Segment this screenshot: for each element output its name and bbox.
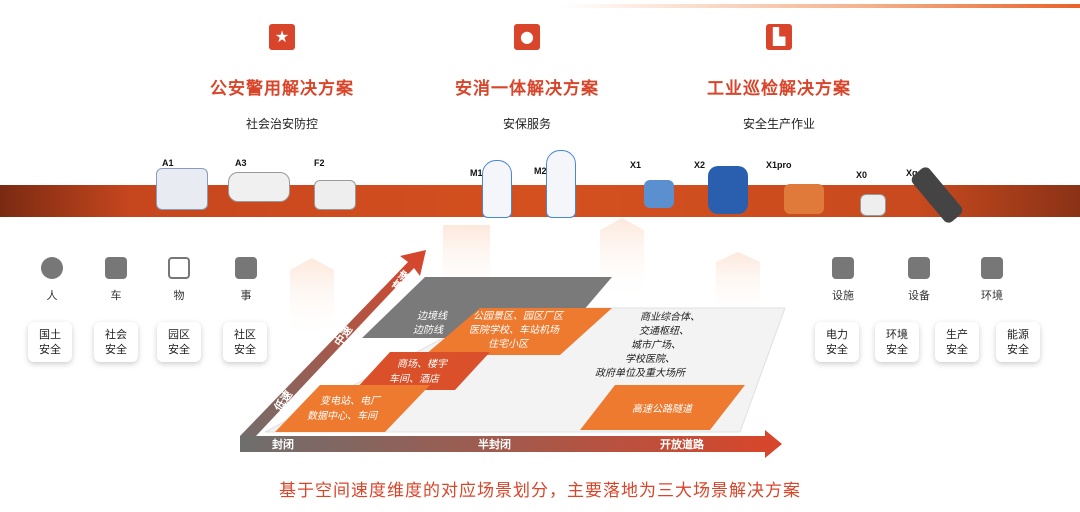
robot-label: M2: [534, 166, 547, 176]
zone-text: 城市广场、: [631, 339, 681, 351]
zone-text: 医院学校、车站机场: [469, 324, 560, 336]
domain-line: 能源: [1007, 328, 1029, 341]
domain-energy: 能源安全: [996, 322, 1040, 362]
domain-environment: 环境安全: [875, 322, 919, 362]
road-axis-arrow: [240, 430, 782, 458]
road-closed-label: 封闭: [272, 437, 294, 451]
solution-security-fire: ● 安消一体解决方案 安保服务: [417, 24, 637, 132]
category-vehicle: 车: [96, 257, 136, 303]
domain-community: 社区安全: [223, 322, 267, 362]
zone-text: 变电站、电厂: [320, 395, 382, 407]
domain-park: 园区安全: [157, 322, 201, 362]
solution-title: 工业巡检解决方案: [707, 79, 851, 99]
domain-line: 安全: [39, 343, 61, 356]
robot-label: X1pro: [766, 160, 792, 170]
team-icon: ●: [514, 24, 540, 50]
robot-label: X2: [694, 160, 706, 170]
domain-line: 安全: [105, 343, 127, 356]
domain-social: 社会安全: [94, 322, 138, 362]
cube-icon: [168, 257, 190, 279]
zone-text: 边境线: [417, 310, 448, 322]
factory-icon: [832, 257, 854, 279]
background-buildings: [290, 218, 760, 340]
router-icon: [908, 257, 930, 279]
person-icon: [41, 257, 63, 279]
category-environment: 环境: [972, 257, 1012, 303]
robot-label: A1: [162, 158, 174, 168]
domain-line: 社区: [234, 328, 256, 341]
category-label: 人: [46, 289, 58, 302]
grid-search-icon: [235, 257, 257, 279]
domain-national: 国土安全: [28, 322, 72, 362]
category-object: 物: [159, 257, 199, 303]
solution-industrial: ▙ 工业巡检解决方案 安全生产作业: [669, 24, 889, 132]
solution-police: ★ 公安警用解决方案 社会治安防控: [172, 24, 392, 132]
domain-line: 安全: [826, 343, 848, 356]
robot-label: Xg: [906, 168, 918, 178]
factory-icon: ▙: [766, 24, 792, 50]
domain-line: 安全: [946, 343, 968, 356]
zone-text: 商场、楼宇: [397, 358, 449, 370]
caption: 基于空间速度维度的对应场景划分，主要落地为三大场景解决方案: [279, 481, 801, 501]
car-icon: [105, 257, 127, 279]
solution-title: 安消一体解决方案: [455, 79, 599, 99]
domain-line: 安全: [1007, 343, 1029, 356]
road-open-label: 开放道路: [660, 437, 705, 451]
domain-line: 安全: [886, 343, 908, 356]
road-semi-label: 半封闭: [478, 437, 511, 451]
city-icon: [981, 257, 1003, 279]
speed-axis-arrow: [240, 250, 426, 452]
zone-text: 学校医院、: [625, 353, 675, 365]
category-person: 人: [32, 257, 72, 303]
road-labels: 封闭 半封闭 开放道路: [272, 437, 705, 451]
low-speed-zone: [275, 385, 430, 432]
solution-subtitle: 安保服务: [502, 117, 551, 131]
solution-subtitle: 社会治安防控: [245, 117, 318, 131]
zone-text: 政府单位及重大场所: [595, 367, 687, 379]
robot-label: X0: [856, 170, 868, 180]
category-facility: 设施: [823, 257, 863, 303]
zone-text: 数据中心、车间: [307, 410, 379, 422]
category-label: 设备: [908, 289, 930, 302]
domain-line: 国土: [39, 328, 61, 341]
zone-text: 高速公路隧道: [632, 403, 694, 415]
zone-text: 商业综合体、: [640, 311, 700, 323]
zone-text: 住宅小区: [488, 338, 530, 350]
robot-label: M1: [470, 168, 483, 178]
decorative-top-line: [560, 4, 1080, 8]
robot-label: A3: [235, 158, 247, 168]
category-label: 事: [240, 289, 252, 302]
domain-line: 环境: [886, 328, 908, 341]
category-label: 车: [110, 289, 122, 302]
domain-line: 安全: [234, 343, 256, 356]
zone-text: 车间、酒店: [389, 373, 441, 385]
category-label: 设施: [832, 289, 854, 302]
domain-line: 安全: [168, 343, 190, 356]
domain-line: 电力: [826, 328, 848, 341]
domain-production: 生产安全: [935, 322, 979, 362]
category-event: 事: [226, 257, 266, 303]
zone-text: 交通枢纽、: [639, 325, 689, 337]
domain-line: 生产: [946, 328, 968, 341]
solution-subtitle: 安全生产作业: [742, 117, 815, 131]
category-equipment: 设备: [899, 257, 939, 303]
highway-zone: [580, 385, 745, 430]
domain-line: 社会: [105, 328, 127, 341]
police-badge-icon: ★: [269, 24, 295, 50]
mid-speed-open-zone: [425, 308, 612, 355]
category-label: 环境: [981, 289, 1003, 302]
robot-label: X1: [630, 160, 642, 170]
domain-line: 园区: [168, 328, 190, 341]
category-label: 物: [173, 289, 185, 302]
domain-power: 电力安全: [815, 322, 859, 362]
solution-title: 公安警用解决方案: [210, 79, 354, 99]
robot-label: F2: [314, 158, 325, 168]
mid-speed-zone: [355, 352, 490, 390]
zone-text: 公园景区、园区厂区: [473, 310, 565, 322]
zone-text: 边防线: [413, 324, 444, 336]
